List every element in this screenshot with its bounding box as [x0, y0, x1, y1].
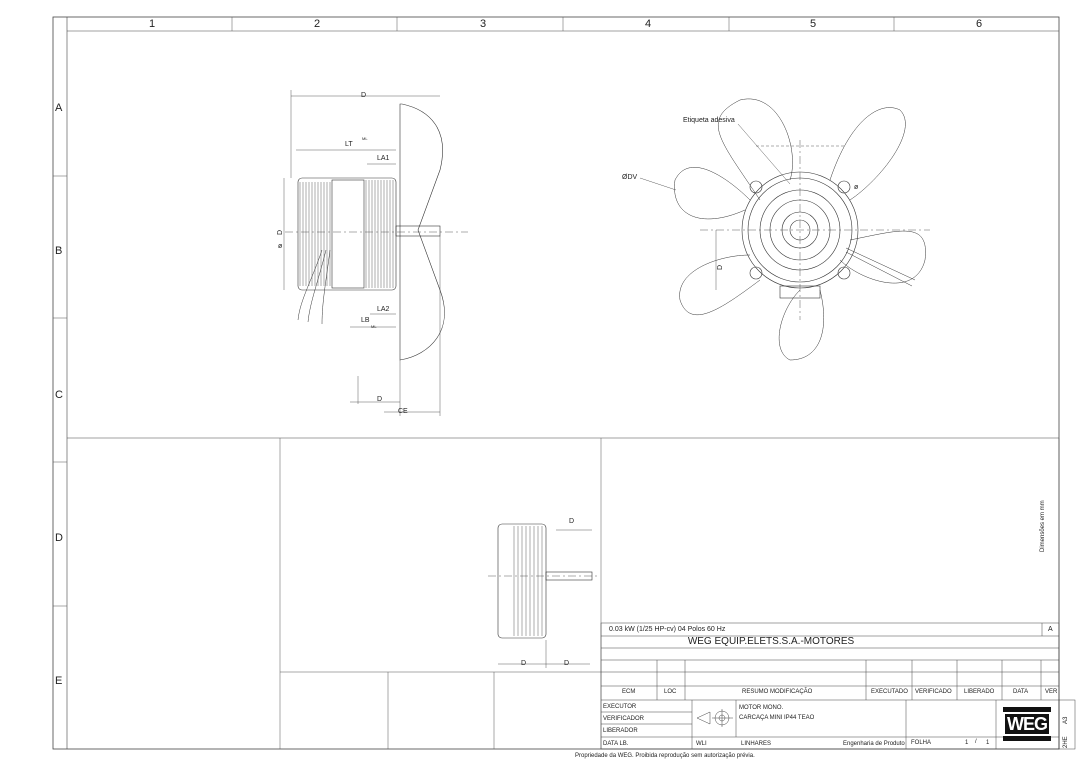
format-a3: A3 — [1063, 716, 1069, 724]
description-line-2: CARCAÇA MINI IP44 TEAO — [739, 715, 815, 721]
grid-column-3: 3 — [479, 18, 487, 30]
dim-small-d-right: D — [564, 660, 570, 667]
engineering-dept: Engenharia de Produto — [843, 741, 905, 747]
units-note: Dimensões em mm — [1040, 500, 1046, 552]
sheet-separator: / — [975, 739, 977, 745]
sheet-total: 1 — [986, 740, 990, 746]
dim-d-left: D — [277, 229, 285, 236]
role-verifier: VERIFICADOR — [603, 716, 645, 722]
grid-row-b: B — [55, 245, 63, 257]
weg-logo: WEG — [1003, 707, 1051, 741]
header-date: DATA — [1013, 689, 1029, 695]
role-date-lb: DATA LB. — [603, 741, 629, 747]
sheet-number: 1 — [965, 740, 969, 746]
footer-ownership: Propriedade da WEG. Proibida reprodução … — [575, 753, 755, 759]
header-ecm: ECM — [622, 689, 636, 695]
dim-odv: ØDV — [622, 174, 638, 181]
plant-location: LINHARES — [741, 741, 772, 747]
plant-code: WLI — [696, 741, 707, 747]
dim-d-front: D — [717, 264, 725, 271]
motor-spec: 0.03 kW (1/25 HP-cv) 04 Polos 60 Hz — [609, 626, 726, 633]
grid-column-1: 1 — [148, 18, 156, 30]
grid-column-5: 5 — [809, 18, 817, 30]
grid-column-4: 4 — [644, 18, 652, 30]
grid-column-2: 2 — [313, 18, 321, 30]
dim-la1: LA1 — [377, 155, 390, 162]
role-executor: EXECUTOR — [603, 704, 637, 710]
label-note-adhesive: Etiqueta adesiva — [683, 117, 735, 124]
header-verified: VERIFICADO — [915, 689, 952, 695]
weg-logo-text: WEG — [1003, 712, 1051, 736]
header-executed: EXECUTADO — [871, 689, 908, 695]
grid-row-a: A — [55, 102, 63, 114]
dim-phi-front: ø — [854, 184, 859, 191]
sheet-label: FOLHA — [911, 740, 932, 746]
dim-ce: CE — [398, 408, 408, 415]
grid-row-d: D — [55, 532, 63, 544]
dim-d-top: D — [361, 92, 367, 99]
role-releaser: LIBERADOR — [603, 728, 638, 734]
dim-d-bottom: D — [377, 396, 383, 403]
dim-la2: LA2 — [377, 306, 390, 313]
side-code: 2HE — [1063, 736, 1069, 748]
grid-column-6: 6 — [975, 18, 983, 30]
dim-lb-sub: ML — [371, 324, 377, 329]
revision-letter: A — [1048, 626, 1053, 633]
dim-small-d-top: D — [569, 518, 575, 525]
header-loc: LOC — [664, 689, 677, 695]
grid-row-e: E — [55, 675, 63, 687]
header-summary: RESUMO MODIFICAÇÃO — [742, 689, 813, 695]
dim-lb: LB — [361, 317, 370, 324]
company-name: WEG EQUIP.ELETS.S.A.-MOTORES — [687, 636, 855, 647]
description-line-1: MOTOR MONO. — [739, 705, 784, 711]
dim-small-d-left: D — [521, 660, 527, 667]
dim-lt-sub: ML — [362, 136, 368, 141]
grid-row-c: C — [55, 389, 63, 401]
dim-lt: LT — [345, 141, 353, 148]
dim-phi-left: ø — [278, 243, 283, 250]
header-ver: VER — [1045, 689, 1058, 695]
header-released: LIBERADO — [964, 689, 995, 695]
